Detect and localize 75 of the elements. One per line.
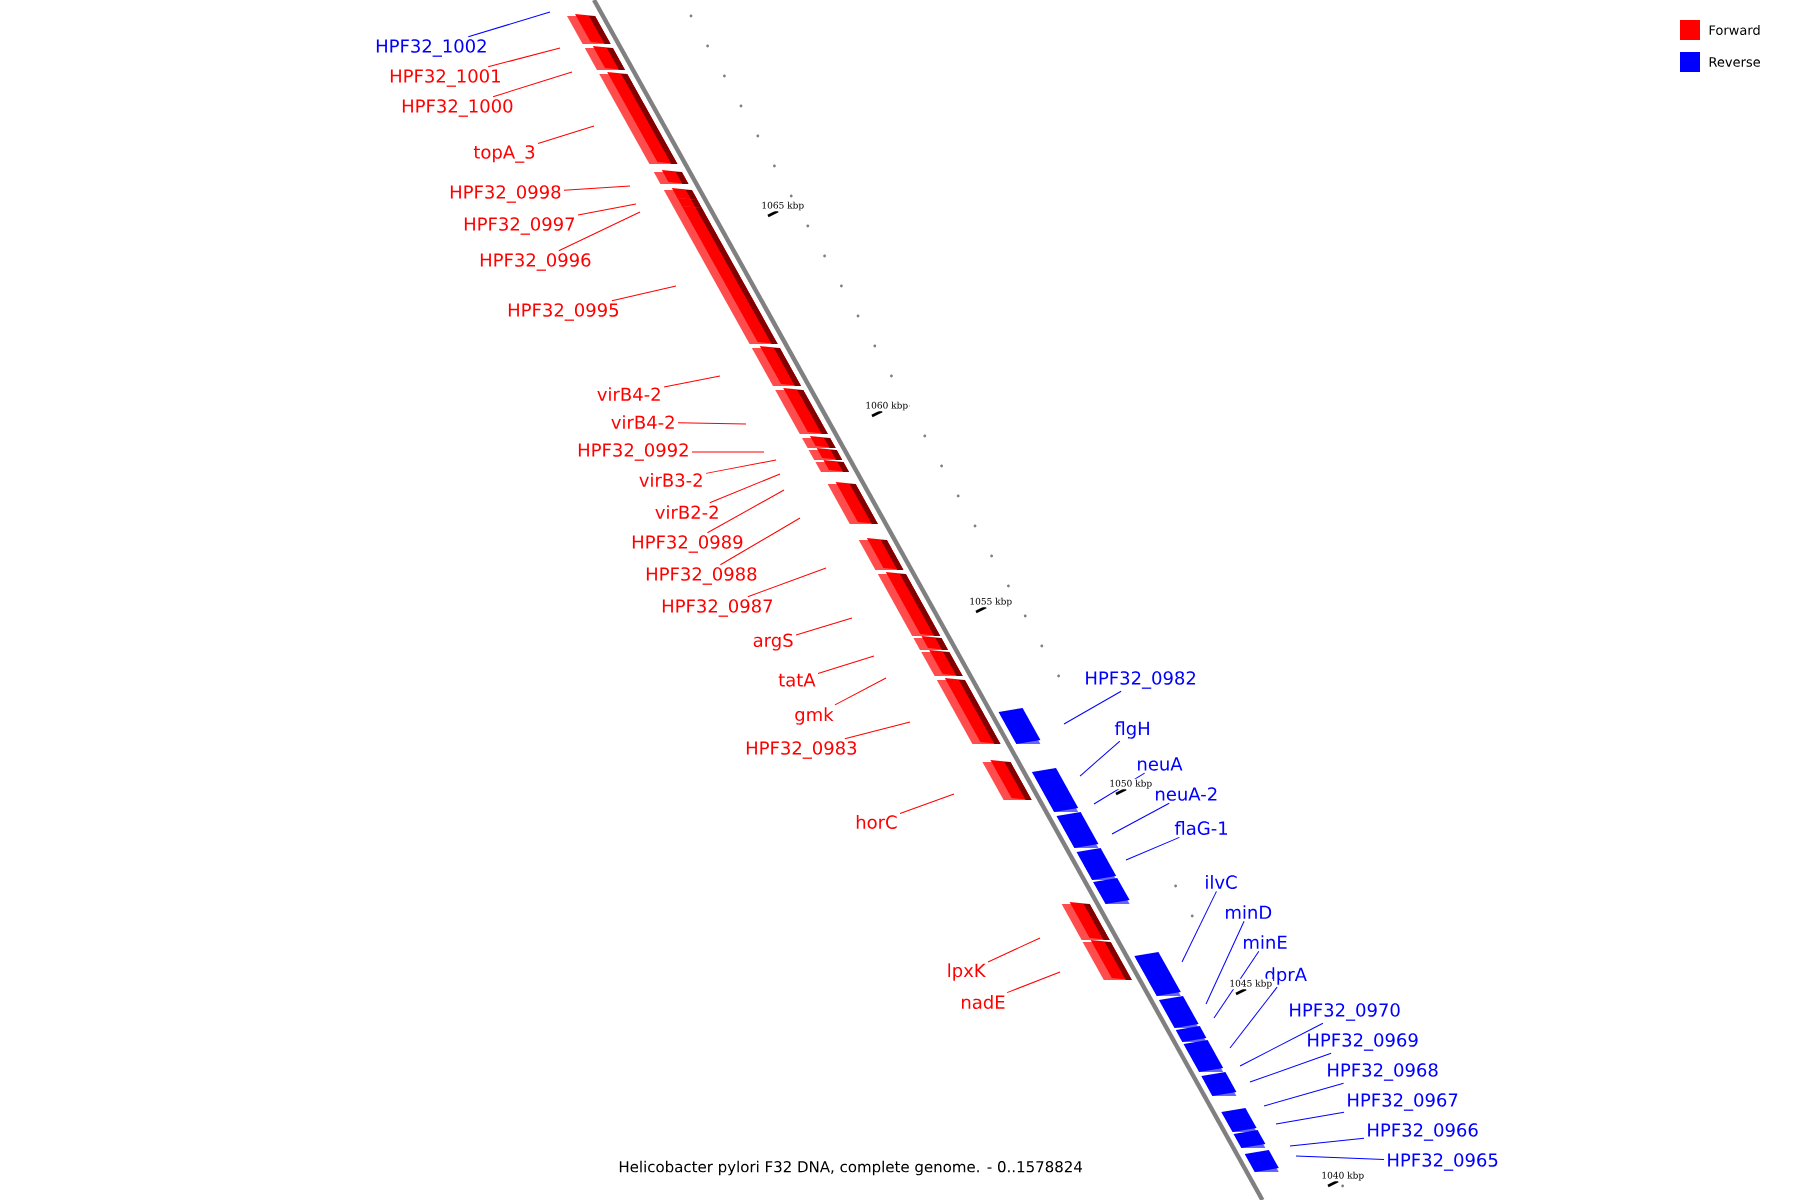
leader-line: [817, 655, 875, 674]
leader-line: [1079, 740, 1121, 777]
gene-label: virB3-2: [639, 473, 702, 487]
gene-label: HPF32_0995: [508, 303, 618, 321]
gene-label: horC: [856, 815, 897, 829]
leader-line: [1006, 971, 1061, 994]
leader-line: [558, 211, 641, 252]
gene-label: HPF32_0968: [1328, 1063, 1438, 1081]
leader-line: [1263, 1082, 1345, 1107]
leader-line: [719, 517, 801, 566]
leader-line: [487, 47, 561, 68]
leader-line: [1275, 1111, 1345, 1125]
gene-label: topA_3: [473, 145, 535, 163]
gene-label: HPF32_0997: [464, 217, 575, 235]
leader-line: [1295, 1155, 1385, 1161]
leader-line: [563, 185, 631, 191]
leader-line: [899, 793, 955, 814]
gene-label: neuA-2: [1156, 787, 1217, 801]
gene-label: HPF32_0965: [1388, 1153, 1498, 1171]
leader-line: [677, 422, 747, 425]
gene-label: neuA: [1138, 757, 1183, 771]
gene-label: HPF32_0983: [746, 741, 857, 759]
leader-line: [1181, 890, 1217, 963]
gene-label: HPF32_0970: [1290, 1003, 1400, 1021]
gene-label: ilvC: [1206, 875, 1237, 889]
leader-line: [1239, 1022, 1324, 1067]
leader-line: [611, 285, 677, 302]
leader-line: [691, 451, 765, 453]
gene-label: minE: [1244, 935, 1287, 949]
gene-label: HPF32_1002: [376, 39, 486, 57]
gene-label: flgH: [1114, 721, 1149, 739]
gene-label: flaG-1: [1174, 821, 1227, 835]
gene-label: HPF32_0967: [1348, 1093, 1458, 1111]
gene-label: HPF32_0992: [578, 443, 688, 461]
leader-line: [1125, 836, 1180, 861]
leader-line: [705, 459, 777, 474]
leader-line: [1213, 950, 1260, 1019]
gene-label: HPF32_1000: [402, 99, 513, 117]
gene-label: minD: [1226, 905, 1272, 919]
gene-label: HPF32_0996: [480, 253, 591, 271]
leader-line: [1249, 1052, 1332, 1083]
gene-label: HPF32_1001: [390, 69, 500, 87]
leader-line: [1289, 1137, 1365, 1147]
leader-line: [987, 937, 1041, 963]
leader-line: [1205, 920, 1245, 1005]
leader-line: [1063, 690, 1122, 725]
leader-line: [577, 203, 637, 216]
leader-line: [492, 71, 573, 98]
gene-label: HPF32_0988: [646, 567, 757, 585]
gene-label: virB4-2: [611, 415, 674, 429]
gene-label: tatA: [778, 673, 816, 687]
gene-label: virB2-2: [655, 505, 718, 519]
gene-label: HPF32_0966: [1368, 1123, 1478, 1141]
gene-label: HPF32_0989: [632, 535, 743, 553]
leader-line: [537, 125, 595, 145]
gene-label: nadE: [962, 995, 1005, 1009]
gene-label: argS: [753, 633, 793, 651]
gene-label: lpxK: [948, 963, 986, 981]
leader-line: [747, 567, 827, 598]
gene-label: HPF32_0987: [662, 599, 773, 617]
gene-label: HPF32_0998: [450, 185, 561, 203]
leader-line: [709, 473, 781, 504]
leader-line: [844, 721, 911, 740]
leader-line: [663, 375, 721, 388]
leader-line: [834, 677, 887, 706]
gene-label: HPF32_0969: [1308, 1033, 1418, 1051]
gene-label: virB4-2: [597, 387, 660, 401]
leader-line: [706, 489, 785, 534]
leader-line: [795, 617, 853, 636]
leader-line: [1229, 986, 1278, 1049]
gene-label: HPF32_0982: [1086, 671, 1196, 689]
leader-line: [467, 11, 551, 38]
gene-label: gmk: [795, 707, 834, 725]
leader-line: [1093, 772, 1146, 805]
leader-line: [1111, 802, 1170, 835]
